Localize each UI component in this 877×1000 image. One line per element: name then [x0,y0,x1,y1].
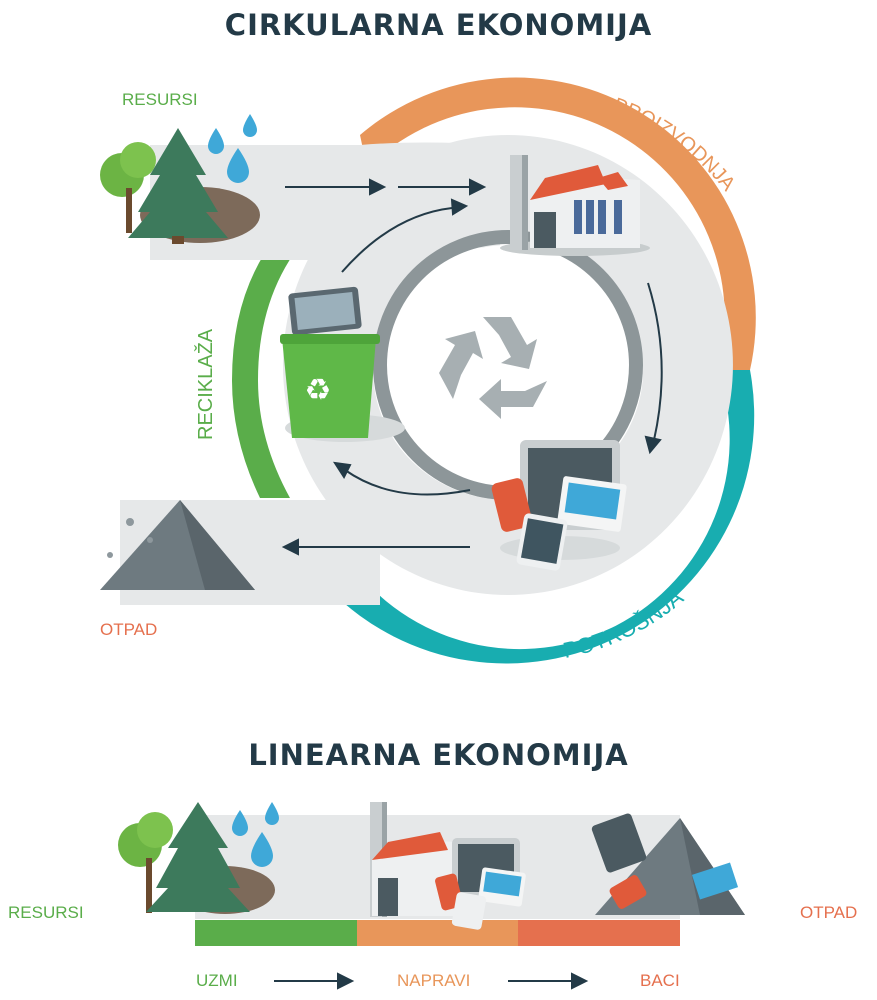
flow-arrows [281,178,663,556]
dispose-label: BACI [640,971,680,990]
factory-icon [370,802,460,917]
factory-icon [500,155,650,256]
production-arc [360,77,756,370]
linear-title: LINEARNA EKONOMIJA [248,738,629,772]
water-drop-icon [232,802,279,867]
devices-icon [491,440,627,571]
water-drop-icon [208,114,257,183]
tree-icon [118,802,275,914]
consumption-label: POTROŠNJA [561,584,689,663]
linear-diagram [118,802,745,990]
recycling-label: RECIKLAŽA [194,328,217,440]
linear-resources-label: RESURSI [8,903,84,922]
step-arrows [274,972,589,990]
make-bar [357,920,518,946]
make-label: NAPRAVI [397,971,471,990]
take-bar [195,920,357,946]
take-label: UZMI [196,971,238,990]
recycle-symbol-icon [439,317,547,419]
linear-waste-label: OTPAD [800,903,858,922]
tree-icon [100,128,260,244]
recycle-bin-icon: ♻ [280,286,405,442]
recycling-arc [232,245,300,498]
resources-label: RESURSI [122,90,198,109]
waste-pile-icon [591,813,745,915]
devices-icon [435,838,526,930]
svg-text:♻: ♻ [305,374,332,407]
waste-label: OTPAD [100,620,158,639]
waste-pile-icon [100,500,255,590]
dispose-bar [518,920,680,946]
circular-diagram: ♻ PROIZVODNJA POTROŠNJA RECIKLAŽA [100,77,756,664]
circular-title: CIRKULARNA EKONOMIJA [224,8,653,42]
